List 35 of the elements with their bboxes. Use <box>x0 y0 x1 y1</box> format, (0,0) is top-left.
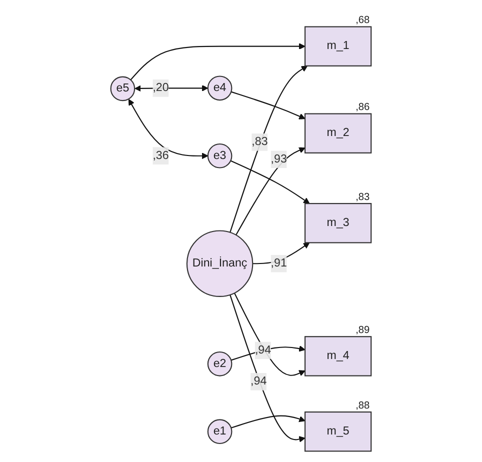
value-label: ,68 <box>356 15 370 26</box>
arrow <box>230 415 306 428</box>
arrow <box>230 66 308 233</box>
value-label: ,89 <box>356 325 370 336</box>
arrow <box>234 292 306 376</box>
edge-label: ,91 <box>270 257 287 270</box>
edge-label: ,94 <box>250 375 267 388</box>
edge-label: ,93 <box>270 152 287 166</box>
node-circle: e4 <box>207 76 232 101</box>
arrow <box>230 294 306 442</box>
value-label: ,88 <box>356 400 370 412</box>
node-circle: e5 <box>110 76 136 102</box>
arrow <box>230 346 306 361</box>
arrow <box>231 91 306 120</box>
arrow <box>128 99 208 160</box>
node-box: m_2 <box>304 113 372 154</box>
node-box: m_3 <box>304 203 372 244</box>
edge-label: ,20 <box>152 82 169 94</box>
value-label: ,83 <box>356 192 370 203</box>
arrow <box>252 242 310 264</box>
arrow <box>130 43 306 80</box>
value-label: ,86 <box>356 102 370 114</box>
edge-label: ,36 <box>152 149 169 162</box>
node-box: m_1 <box>304 26 372 66</box>
arrow <box>236 147 306 236</box>
node-box: m_5 <box>304 412 372 452</box>
arrow <box>230 160 310 204</box>
node-circle: Dini_İnanç <box>186 230 254 298</box>
edge-label: ,83 <box>252 136 268 148</box>
node-circle: e2 <box>207 351 232 376</box>
node-circle: e3 <box>207 143 232 168</box>
node-box: m_4 <box>304 336 372 376</box>
edge-label: ,94 <box>254 344 272 356</box>
arrow <box>134 84 208 92</box>
node-circle: e1 <box>207 419 232 444</box>
